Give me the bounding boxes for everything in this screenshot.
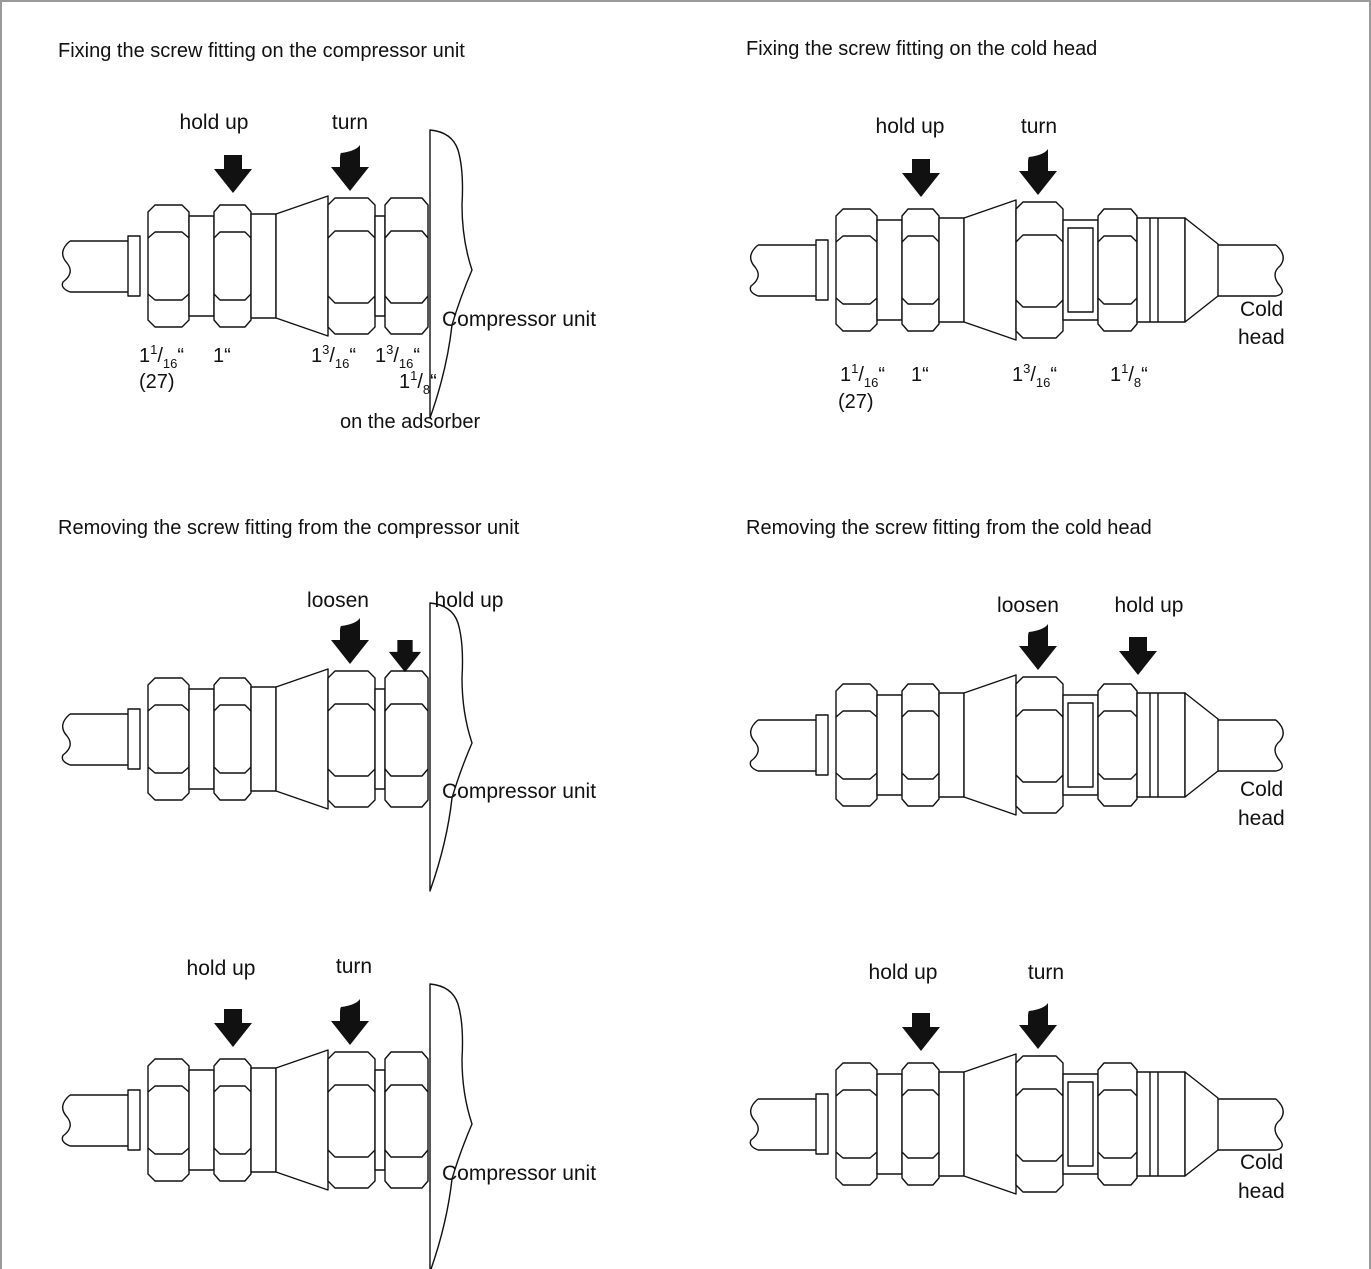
size-1-1-8: 11/8“ — [1110, 361, 1148, 390]
turn-arrow-icon — [1019, 149, 1057, 195]
label-compressor-unit: Compressor unit — [442, 1162, 596, 1185]
size-1-inch: 1“ — [911, 364, 929, 386]
label-cold: Cold — [1240, 778, 1283, 801]
turn-arrow-icon — [331, 999, 369, 1045]
label-cold: Cold — [1240, 298, 1283, 321]
label-compressor-unit: Compressor unit — [442, 780, 596, 803]
label-head: head — [1238, 326, 1285, 349]
label-turn: turn — [336, 955, 372, 978]
size-1-3-16: 13/16“ — [1012, 361, 1057, 390]
hold-up-arrow-icon — [214, 155, 252, 193]
hold-up-arrow-icon — [902, 159, 940, 197]
label-head: head — [1238, 807, 1285, 830]
hold-up-arrow-icon — [214, 1009, 252, 1047]
label-turn: turn — [332, 111, 368, 134]
size-1-1-16: 11/16“ — [840, 361, 885, 390]
heading-fix-coldhead: Fixing the screw fitting on the cold hea… — [746, 38, 1098, 60]
label-on-the-adsorber: on the adsorber — [340, 411, 480, 433]
hold-up-arrow-icon — [902, 1013, 940, 1051]
panel-fix-coldhead: hold up turn Cold head 11/16“ 1“ (27) 13… — [749, 115, 1285, 413]
hold-up-arrow-icon — [388, 640, 422, 673]
hold-up-arrow-icon — [1119, 637, 1157, 675]
label-hold-up: hold up — [1115, 594, 1184, 617]
label-head: head — [1238, 1180, 1285, 1203]
label-hold-up: hold up — [869, 961, 938, 984]
label-turn: turn — [1021, 115, 1057, 138]
turn-arrow-icon — [331, 145, 369, 191]
size-1-inch: 1“ — [213, 345, 231, 367]
size-27: (27) — [139, 371, 175, 393]
heading-remove-compressor: Removing the screw fitting from the comp… — [58, 517, 520, 539]
heading-fix-compressor: Fixing the screw fitting on the compress… — [58, 40, 465, 62]
label-compressor-unit: Compressor unit — [442, 308, 596, 331]
panel-fix-compressor: hold up turn Compressor unit 11/16“ 1“ (… — [61, 111, 596, 433]
label-hold-up: hold up — [435, 589, 504, 612]
panel-remove-coldhead: loosen hold up Cold head — [749, 594, 1285, 830]
size-1-1-8: 11/8“ — [399, 368, 437, 397]
label-loosen: loosen — [997, 594, 1059, 617]
label-hold-up: hold up — [180, 111, 249, 134]
size-1-1-16: 11/16“ — [139, 342, 184, 371]
size-27: (27) — [838, 391, 874, 413]
label-turn: turn — [1028, 961, 1064, 984]
panel-remove-compressor: loosen hold up Compressor unit — [61, 589, 596, 892]
label-hold-up: hold up — [187, 957, 256, 980]
loosen-arrow-icon — [331, 618, 369, 664]
label-hold-up: hold up — [876, 115, 945, 138]
panel-coldhead-step2: hold up turn Cold head — [749, 961, 1285, 1203]
label-loosen: loosen — [307, 589, 369, 612]
panel-compressor-step2: hold up turn Compressor unit — [61, 955, 596, 1269]
size-1-3-16-b: 13/16“ — [375, 342, 420, 371]
turn-arrow-icon — [1019, 1003, 1057, 1049]
heading-remove-coldhead: Removing the screw fitting from the cold… — [746, 517, 1152, 539]
loosen-arrow-icon — [1019, 624, 1057, 670]
size-1-3-16-a: 13/16“ — [311, 342, 356, 371]
label-cold: Cold — [1240, 1151, 1283, 1174]
